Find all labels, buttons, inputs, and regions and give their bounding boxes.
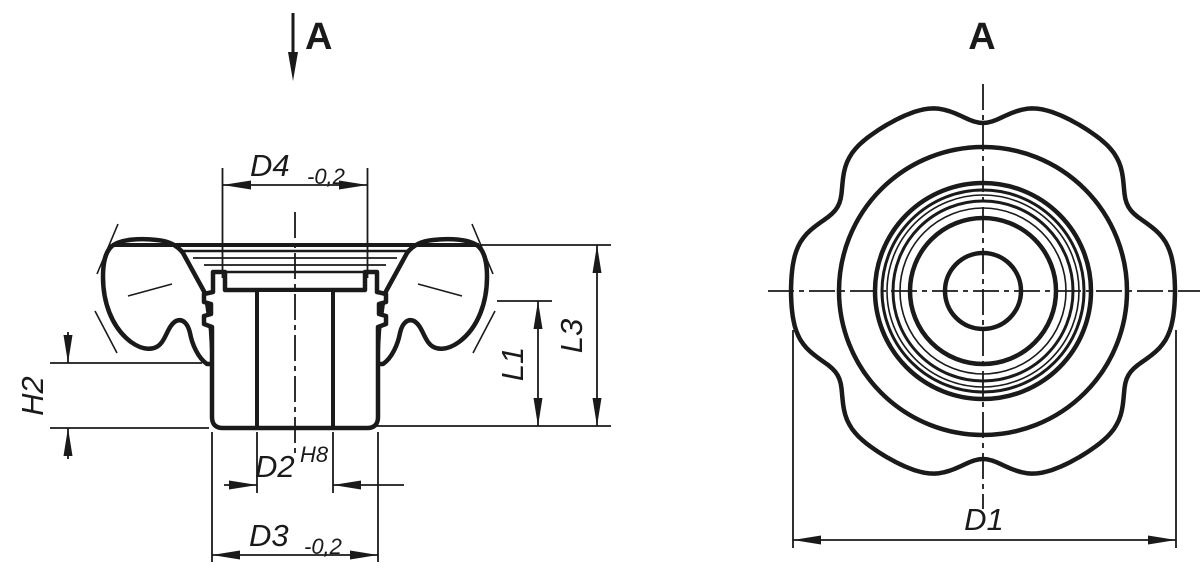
l1-label: L1 — [495, 347, 530, 381]
d4-tolerance: -0,2 — [307, 164, 345, 189]
dimension-h2: H2 — [15, 332, 209, 459]
d1-label: D1 — [964, 502, 1004, 537]
h2-label: H2 — [15, 376, 50, 416]
bore-circle — [942, 250, 1024, 332]
d2-label: D2 — [255, 449, 295, 484]
dimension-d2: D2 H8 — [224, 432, 404, 493]
section-view: D4 -0,2 H2 L1 L3 — [15, 13, 611, 562]
arrowhead — [592, 398, 602, 426]
arrowhead — [350, 550, 378, 560]
lobed-outline — [788, 106, 1178, 476]
section-arrow-icon: A — [288, 13, 332, 81]
dimension-d1: D1 — [792, 330, 1177, 548]
arrowhead — [592, 245, 602, 273]
front-view: A D1 — [768, 16, 1200, 548]
arrowhead — [333, 480, 361, 490]
concentric-circles — [836, 144, 1130, 438]
section-arrow-label: A — [305, 16, 332, 58]
d2-fit: H8 — [300, 442, 329, 467]
d4-label: D4 — [250, 148, 290, 183]
arrowhead — [1148, 535, 1176, 545]
arrowhead — [793, 535, 821, 545]
left-lobe-section — [100, 236, 216, 367]
dimension-l3: L3 — [373, 244, 611, 427]
d3-tolerance: -0,2 — [304, 534, 342, 559]
arrowhead — [63, 428, 73, 456]
d3-label: D3 — [249, 518, 289, 553]
arrowhead — [229, 480, 257, 490]
dimension-d3: D3 -0,2 — [211, 432, 379, 562]
tangent-lines — [94, 223, 496, 354]
dimension-d4: D4 -0,2 — [221, 148, 369, 278]
front-view-title: A — [968, 16, 995, 58]
arrowhead — [222, 180, 251, 190]
arrowhead — [533, 398, 543, 426]
arrowhead — [533, 301, 543, 329]
l3-label: L3 — [554, 319, 589, 353]
dimension-l1: L1 — [495, 300, 552, 426]
arrowhead — [339, 180, 368, 190]
right-lobe-section — [374, 236, 490, 367]
arrowhead — [212, 550, 240, 560]
arrowhead — [63, 335, 73, 363]
